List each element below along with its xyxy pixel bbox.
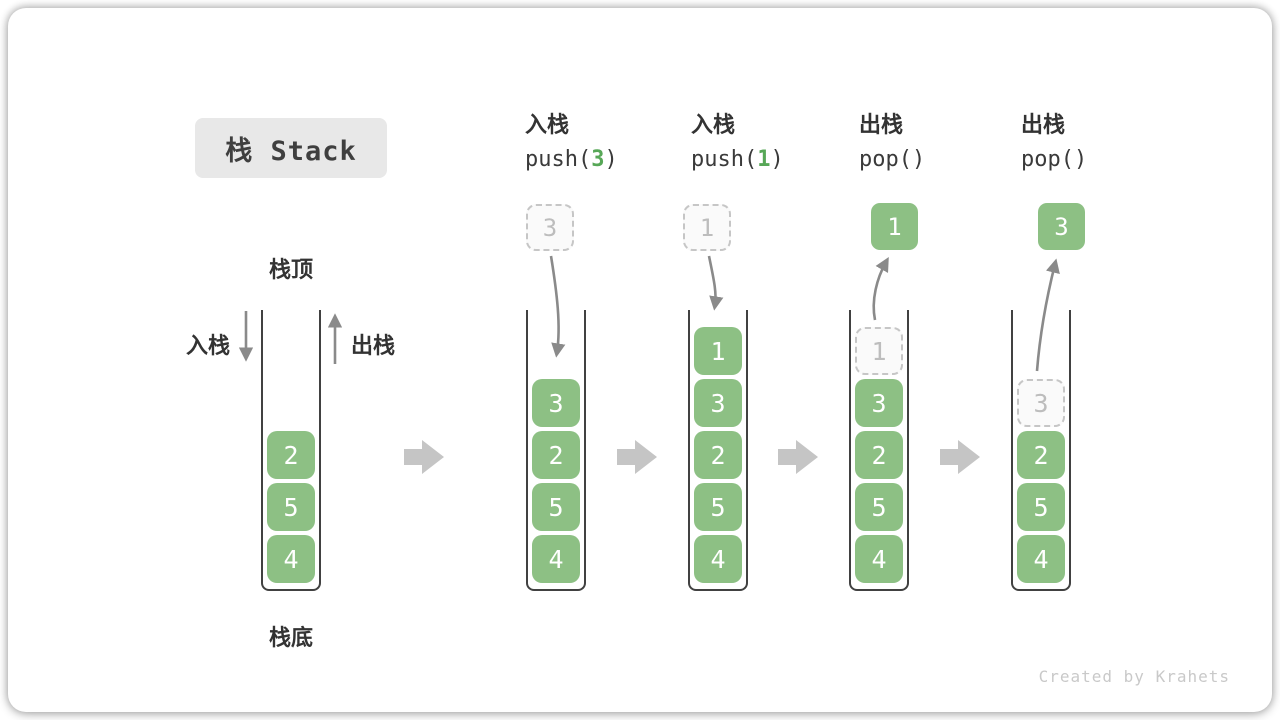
push-value-cell-3: 3 bbox=[526, 204, 574, 251]
step-arrow-icon bbox=[778, 440, 818, 474]
stack-cell: 4 bbox=[267, 535, 315, 583]
stack-cell: 5 bbox=[532, 483, 580, 531]
step-header-pop-1: 出栈 pop() bbox=[859, 114, 1019, 171]
stack-container-after-push-1: 1 3 2 5 4 bbox=[688, 310, 748, 591]
watermark: Created by Krahets bbox=[1038, 667, 1230, 686]
stack-cell: 2 bbox=[694, 431, 742, 479]
title-badge: 栈 Stack bbox=[195, 118, 387, 178]
step-header-pop-2: 出栈 pop() bbox=[1021, 114, 1181, 171]
stack-cell: 1 bbox=[694, 327, 742, 375]
popped-value-cell-1: 1 bbox=[871, 203, 918, 250]
step-arrow-icon bbox=[940, 440, 980, 474]
stack-cell: 5 bbox=[267, 483, 315, 531]
stack-cell: 4 bbox=[1017, 535, 1065, 583]
stack-cell: 5 bbox=[694, 483, 742, 531]
push-side-label: 入栈 bbox=[186, 333, 231, 358]
pop-side-label: 出栈 bbox=[351, 333, 396, 358]
op-label: 入栈 bbox=[525, 112, 570, 137]
op-code: pop() bbox=[1021, 147, 1088, 172]
step-header-push-3: 入栈 push(3) bbox=[525, 114, 685, 171]
stack-cell: 5 bbox=[855, 483, 903, 531]
stack-container-after-pop-1: 1 3 2 5 4 bbox=[849, 310, 909, 591]
stack-cell: 3 bbox=[855, 379, 903, 427]
stack-container-after-push-3: 3 2 5 4 bbox=[526, 310, 586, 591]
stack-top-label: 栈顶 bbox=[268, 257, 313, 282]
op-label: 出栈 bbox=[1021, 112, 1066, 137]
removed-cell: 1 bbox=[855, 327, 903, 375]
op-label: 入栈 bbox=[691, 112, 736, 137]
step-arrow-icon bbox=[617, 440, 657, 474]
diagram-card: 栈 Stack 入栈 push(3) 入栈 push(1) 出栈 pop() 出… bbox=[8, 8, 1272, 712]
step-header-push-1: 入栈 push(1) bbox=[691, 114, 851, 171]
push-arg-value: 3 bbox=[591, 147, 605, 172]
removed-cell: 3 bbox=[1017, 379, 1065, 427]
stack-cell: 2 bbox=[855, 431, 903, 479]
op-code: pop() bbox=[859, 147, 926, 172]
stack-cell: 5 bbox=[1017, 483, 1065, 531]
step-arrow-icon bbox=[404, 440, 444, 474]
stack-cell: 4 bbox=[855, 535, 903, 583]
push-arg-value: 1 bbox=[757, 147, 771, 172]
stack-cell: 4 bbox=[694, 535, 742, 583]
op-label: 出栈 bbox=[859, 112, 904, 137]
popped-value-cell-3: 3 bbox=[1038, 203, 1085, 250]
stack-container-after-pop-3: 3 2 5 4 bbox=[1011, 310, 1071, 591]
stack-cell: 3 bbox=[532, 379, 580, 427]
stack-cell: 2 bbox=[267, 431, 315, 479]
stack-cell: 2 bbox=[532, 431, 580, 479]
stack-bottom-label: 栈底 bbox=[268, 625, 313, 650]
stack-cell: 4 bbox=[532, 535, 580, 583]
stack-container-initial: 2 5 4 bbox=[261, 310, 321, 591]
stack-cell: 2 bbox=[1017, 431, 1065, 479]
op-code: push(1) bbox=[691, 147, 784, 172]
op-code: push(3) bbox=[525, 147, 618, 172]
stack-cell: 3 bbox=[694, 379, 742, 427]
push-1-arrow bbox=[707, 255, 724, 311]
push-value-cell-1: 1 bbox=[683, 204, 731, 251]
